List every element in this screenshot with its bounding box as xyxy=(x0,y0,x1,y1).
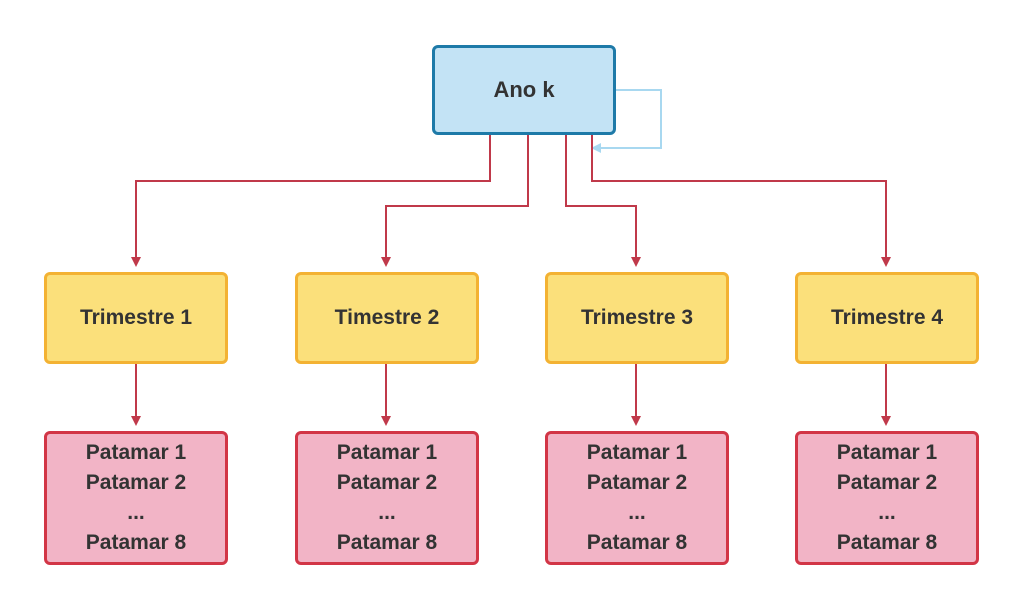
tier-node-1: Patamar 1 Patamar 2 ... Patamar 8 xyxy=(44,431,228,565)
tier-ellipsis: ... xyxy=(378,501,396,524)
root-node-ano-k: Ano k xyxy=(432,45,616,135)
quarter-node-2: Timestre 2 xyxy=(295,272,479,364)
tier-line: Patamar 1 xyxy=(85,441,187,464)
tier-line: Patamar 8 xyxy=(336,531,438,554)
tier-node-4: Patamar 1 Patamar 2 ... Patamar 8 xyxy=(795,431,979,565)
quarter-node-4: Trimestre 4 xyxy=(795,272,979,364)
edge-root-to-quarter-4 xyxy=(591,135,891,267)
root-self-loop-edge xyxy=(591,89,662,153)
tier-line: Patamar 8 xyxy=(85,531,187,554)
tier-node-3: Patamar 1 Patamar 2 ... Patamar 8 xyxy=(545,431,729,565)
quarter-label-3: Trimestre 3 xyxy=(580,306,694,329)
tier-ellipsis: ... xyxy=(878,501,896,524)
tier-line: Patamar 1 xyxy=(586,441,688,464)
quarter-node-1: Trimestre 1 xyxy=(44,272,228,364)
quarter-node-3: Trimestre 3 xyxy=(545,272,729,364)
quarter-label-1: Trimestre 1 xyxy=(79,306,193,329)
root-node-label: Ano k xyxy=(493,77,555,102)
tier-line: Patamar 2 xyxy=(836,471,938,494)
tier-line: Patamar 2 xyxy=(586,471,688,494)
tier-line: Patamar 1 xyxy=(836,441,938,464)
quarter-label-2: Timestre 2 xyxy=(334,306,440,329)
tier-line: Patamar 2 xyxy=(85,471,187,494)
tier-line: Patamar 8 xyxy=(586,531,688,554)
tier-line: Patamar 2 xyxy=(336,471,438,494)
tier-ellipsis: ... xyxy=(628,501,646,524)
tier-line: Patamar 1 xyxy=(336,441,438,464)
edge-root-to-quarter-2 xyxy=(381,135,529,267)
tier-line: Patamar 8 xyxy=(836,531,938,554)
quarter-label-4: Trimestre 4 xyxy=(830,306,944,329)
edge-root-to-quarter-1 xyxy=(131,135,491,267)
tier-ellipsis: ... xyxy=(127,501,145,524)
edge-root-to-quarter-3 xyxy=(565,135,641,267)
tier-node-2: Patamar 1 Patamar 2 ... Patamar 8 xyxy=(295,431,479,565)
